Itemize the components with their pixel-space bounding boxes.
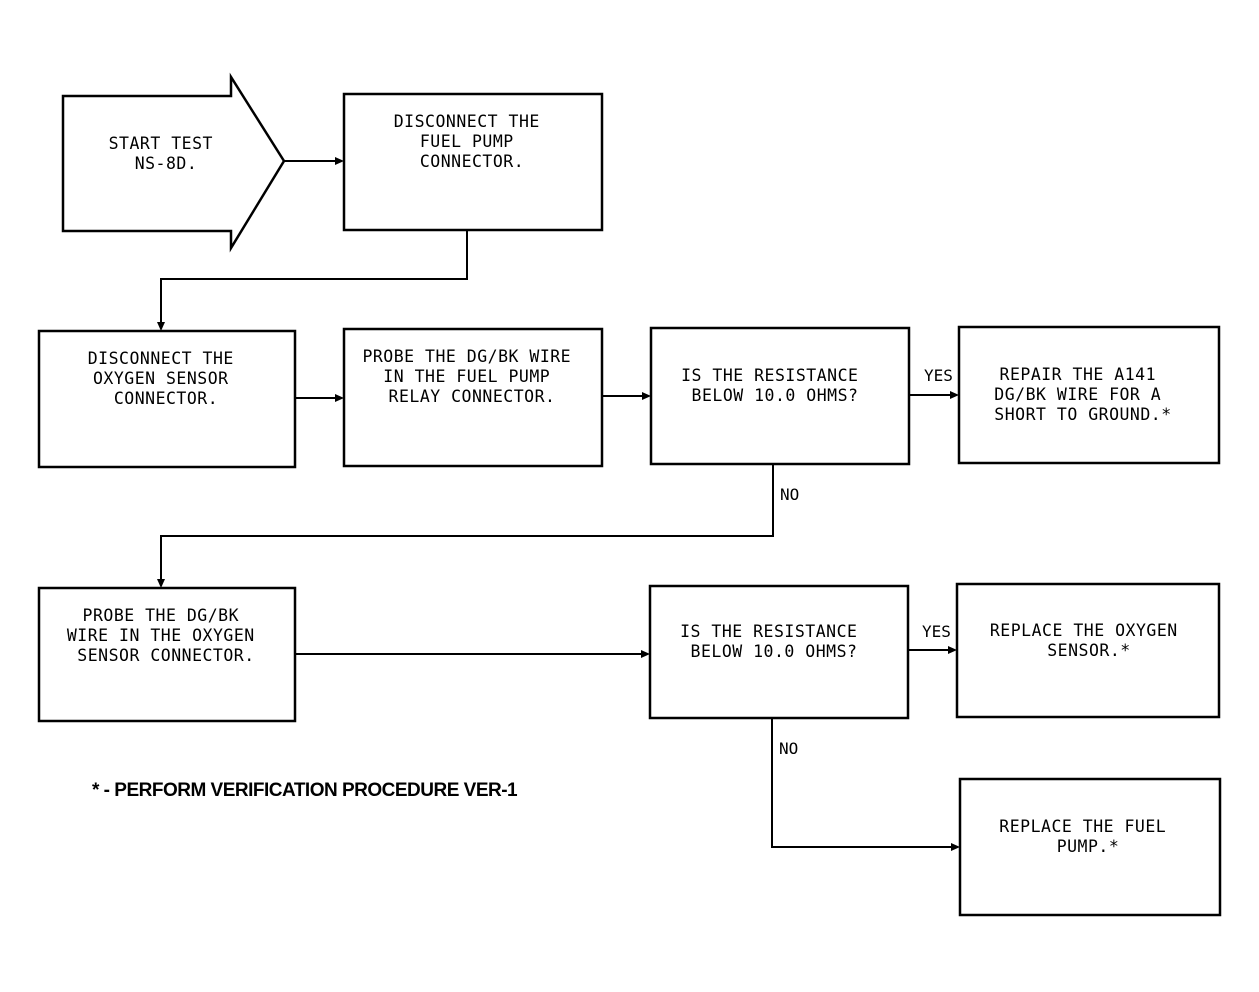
decision-2-line-1: IS THE RESISTANCE	[680, 622, 857, 641]
step-probe-relay-connector-line-1: PROBE THE DG/BK WIRE	[362, 347, 571, 366]
start-label-line-2: NS-8D.	[135, 154, 198, 173]
decision-2-line-2: BELOW 10.0 OHMS?	[691, 642, 858, 661]
arrowhead-decision-2	[641, 650, 650, 658]
step-repair-a141-line-2: DG/BK WIRE FOR A	[994, 385, 1161, 404]
arrowhead-fuel-pump	[335, 157, 344, 165]
connector-decision-1-no	[160, 464, 774, 580]
decision-1-line-1: IS THE RESISTANCE	[681, 366, 858, 385]
decision-1-box	[649, 326, 911, 466]
step-repair-a141-label: REPAIR THE A141 DG/BK WIRE FOR A SHORT T…	[994, 365, 1171, 424]
decision-2-label: IS THE RESISTANCE BELOW 10.0 OHMS?	[680, 622, 868, 661]
step-disconnect-oxygen-sensor	[37, 329, 297, 469]
step-replace-oxygen-sensor	[955, 582, 1221, 719]
step-probe-relay-connector-line-3: RELAY CONNECTOR.	[389, 387, 556, 406]
step-replace-fuel-pump	[958, 777, 1222, 917]
start-label-line-1: START TEST	[109, 134, 213, 153]
step-disconnect-fuel-pump-line-3: CONNECTOR.	[420, 152, 524, 171]
decision-2-box	[648, 584, 910, 720]
branch-label-no-1: NO	[780, 485, 799, 504]
step-probe-relay-connector-line-2: IN THE FUEL PUMP	[383, 367, 550, 386]
arrowhead-replace-oxygen	[948, 646, 957, 654]
decision-1-line-2: BELOW 10.0 OHMS?	[692, 386, 859, 405]
step-probe-oxygen-connector-line-2: WIRE IN THE OXYGEN	[67, 626, 255, 645]
decision-1-label: IS THE RESISTANCE BELOW 10.0 OHMS?	[681, 366, 869, 405]
step-disconnect-oxygen-sensor-line-1: DISCONNECT THE	[88, 349, 234, 368]
arrowhead-oxygen-disconnect	[157, 322, 165, 331]
step-disconnect-fuel-pump	[342, 92, 604, 232]
branch-label-no-2: NO	[779, 739, 798, 758]
step-disconnect-oxygen-sensor-line-2: OXYGEN SENSOR	[93, 369, 229, 388]
step-repair-a141-line-3: SHORT TO GROUND.*	[994, 405, 1171, 424]
step-replace-fuel-pump-line-1: REPLACE THE FUEL	[999, 817, 1166, 836]
start-arrow	[61, 72, 286, 253]
step-disconnect-oxygen-sensor-label: DISCONNECT THE OXYGEN SENSOR CONNECTOR.	[88, 349, 245, 408]
arrowhead-decision-1	[642, 392, 651, 400]
step-probe-relay-connector-label: PROBE THE DG/BK WIRE IN THE FUEL PUMP RE…	[362, 347, 581, 406]
step-probe-oxygen-connector-line-3: SENSOR CONNECTOR.	[77, 646, 254, 665]
arrowhead-probe-relay	[335, 394, 344, 402]
step-probe-relay-connector	[342, 327, 604, 468]
step-replace-oxygen-sensor-line-1: REPLACE THE OXYGEN	[990, 621, 1178, 640]
step-repair-a141-line-1: REPAIR THE A141	[1000, 365, 1157, 384]
step-probe-oxygen-connector-label: PROBE THE DG/BK WIRE IN THE OXYGEN SENSO…	[67, 606, 265, 665]
arrowhead-probe-oxygen	[157, 579, 165, 588]
connectors	[157, 157, 960, 851]
arrowhead-replace-fuel-pump	[951, 843, 960, 851]
step-replace-oxygen-sensor-line-2: SENSOR.*	[1047, 641, 1130, 660]
step-disconnect-oxygen-sensor-line-3: CONNECTOR.	[114, 389, 218, 408]
step-replace-fuel-pump-label: REPLACE THE FUEL PUMP.*	[999, 817, 1176, 856]
connector-decision-2-no	[771, 718, 952, 848]
step-disconnect-fuel-pump-line-1: DISCONNECT THE	[394, 112, 540, 131]
connector-fuel-pump-to-oxygen-disconnect	[160, 230, 468, 323]
start-label: START TEST NS-8D.	[109, 134, 224, 173]
step-disconnect-fuel-pump-line-2: FUEL PUMP	[420, 132, 514, 151]
step-probe-oxygen-connector-line-1: PROBE THE DG/BK	[83, 606, 240, 625]
step-probe-oxygen-connector	[37, 586, 297, 723]
footnote: * - PERFORM VERIFICATION PROCEDURE VER-1	[92, 780, 518, 801]
branch-label-yes-2: YES	[922, 622, 951, 641]
branch-label-yes-1: YES	[924, 366, 953, 385]
step-disconnect-fuel-pump-label: DISCONNECT THE FUEL PUMP CONNECTOR.	[394, 112, 551, 171]
arrowhead-repair-a141	[950, 391, 959, 399]
step-replace-fuel-pump-line-2: PUMP.*	[1057, 837, 1120, 856]
step-replace-oxygen-sensor-label: REPLACE THE OXYGEN SENSOR.*	[990, 621, 1188, 660]
